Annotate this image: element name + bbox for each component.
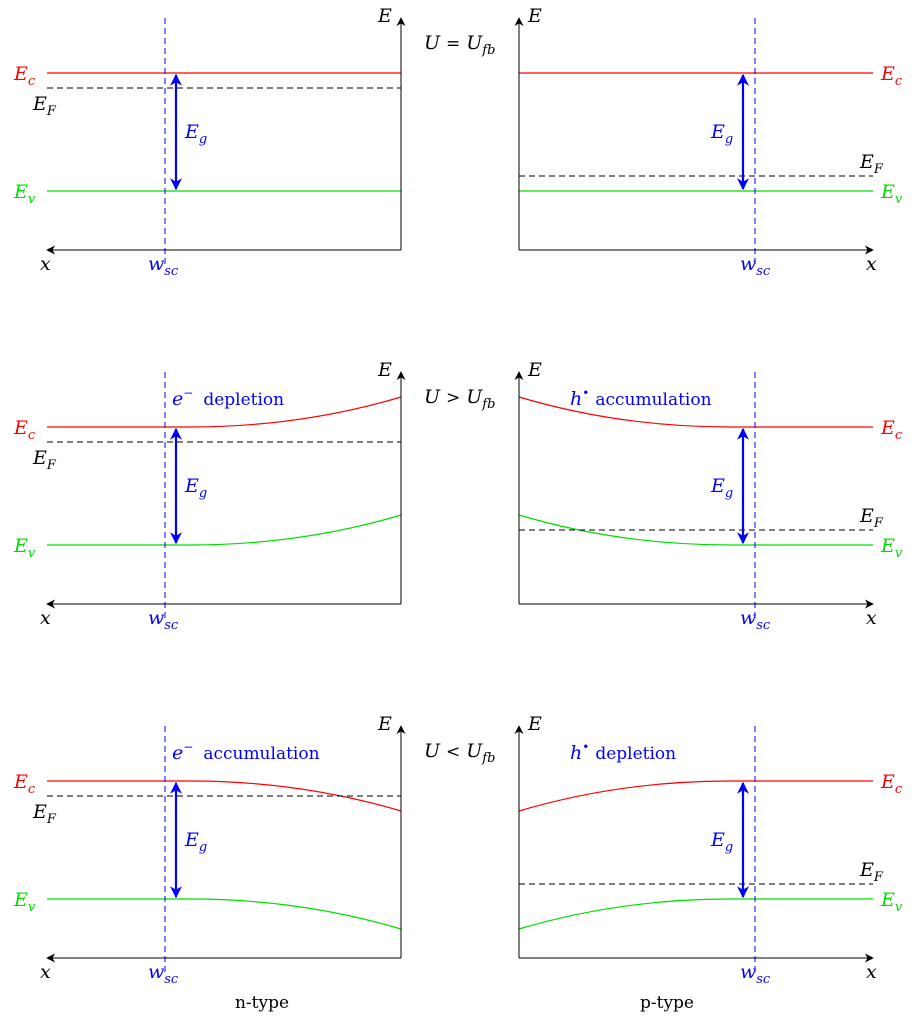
p-ec-label-row-2: Ec bbox=[880, 417, 903, 443]
svg-text:e−depletion: e−depletion bbox=[172, 386, 284, 410]
caption-n-type: n-type bbox=[235, 993, 289, 1013]
caption-p-type: p-type bbox=[640, 993, 694, 1013]
svg-text:h•depletion: h•depletion bbox=[570, 740, 676, 764]
n-ec-label-row-1: Ec bbox=[13, 63, 36, 89]
n-wsc-label-row-1: wsc bbox=[148, 253, 179, 279]
svg-text:U=Ufb: U=Ufb bbox=[424, 32, 495, 58]
n-ef-label-row-2: EF bbox=[32, 447, 57, 473]
n-x-label-row-2: x bbox=[40, 607, 51, 629]
p-e-label-row-2: E bbox=[527, 359, 542, 381]
n-eg-label-row-3: Eg bbox=[184, 829, 207, 855]
p-e-label-row-1: E bbox=[527, 5, 542, 27]
n-ev-label-row-1: Ev bbox=[13, 181, 36, 207]
p-wsc-label-row-1: wsc bbox=[740, 253, 771, 279]
n-valence-band-row-3 bbox=[47, 898, 402, 930]
n-e-label-row-3: E bbox=[377, 713, 392, 735]
p-ev-label-row-2: Ev bbox=[880, 535, 903, 561]
svg-text:h•accumulation: h•accumulation bbox=[570, 386, 712, 410]
p-ef-label-row-3: EF bbox=[859, 859, 884, 885]
svg-text:e−accumulation: e−accumulation bbox=[172, 740, 320, 764]
n-e-label-row-1: E bbox=[377, 5, 392, 27]
p-conduction-band-row-2 bbox=[518, 396, 873, 428]
n-ec-label-row-3: Ec bbox=[13, 771, 36, 797]
p-ev-label-row-3: Ev bbox=[880, 889, 903, 915]
n-note-row-3: e−accumulation bbox=[172, 740, 320, 764]
n-ef-label-row-3: EF bbox=[32, 801, 57, 827]
svg-text:U<Ufb: U<Ufb bbox=[424, 740, 495, 766]
n-valence-band-row-2 bbox=[47, 514, 402, 546]
n-conduction-band-row-3 bbox=[47, 780, 402, 812]
p-eg-label-row-1: Eg bbox=[710, 121, 733, 147]
p-ec-label-row-1: Ec bbox=[880, 63, 903, 89]
p-e-label-row-3: E bbox=[527, 713, 542, 735]
condition-label-row-2: U>Ufb bbox=[424, 386, 495, 412]
n-eg-label-row-1: Eg bbox=[184, 121, 207, 147]
n-x-label-row-1: x bbox=[40, 253, 51, 275]
p-ev-label-row-1: Ev bbox=[880, 181, 903, 207]
p-ef-label-row-1: EF bbox=[859, 151, 884, 177]
p-note-row-2: h•accumulation bbox=[570, 386, 712, 410]
n-ev-label-row-2: Ev bbox=[13, 535, 36, 561]
p-note-row-3: h•depletion bbox=[570, 740, 676, 764]
p-x-label-row-3: x bbox=[866, 961, 877, 983]
p-x-label-row-2: x bbox=[866, 607, 877, 629]
condition-label-row-1: U=Ufb bbox=[424, 32, 495, 58]
p-ec-label-row-3: Ec bbox=[880, 771, 903, 797]
p-valence-band-row-3 bbox=[518, 898, 873, 930]
n-eg-label-row-2: Eg bbox=[184, 475, 207, 501]
p-eg-label-row-3: Eg bbox=[710, 829, 733, 855]
n-ec-label-row-2: Ec bbox=[13, 417, 36, 443]
p-valence-band-row-2 bbox=[518, 514, 873, 546]
n-e-label-row-2: E bbox=[377, 359, 392, 381]
n-x-label-row-3: x bbox=[40, 961, 51, 983]
p-conduction-band-row-3 bbox=[518, 780, 873, 812]
p-eg-label-row-2: Eg bbox=[710, 475, 733, 501]
n-ef-label-row-1: EF bbox=[32, 93, 57, 119]
p-x-label-row-1: x bbox=[866, 253, 877, 275]
n-conduction-band-row-2 bbox=[47, 396, 402, 428]
n-wsc-label-row-3: wsc bbox=[148, 961, 179, 987]
svg-text:U>Ufb: U>Ufb bbox=[424, 386, 495, 412]
condition-label-row-3: U<Ufb bbox=[424, 740, 495, 766]
p-wsc-label-row-3: wsc bbox=[740, 961, 771, 987]
n-wsc-label-row-2: wsc bbox=[148, 607, 179, 633]
n-ev-label-row-3: Ev bbox=[13, 889, 36, 915]
p-wsc-label-row-2: wsc bbox=[740, 607, 771, 633]
n-note-row-2: e−depletion bbox=[172, 386, 284, 410]
p-ef-label-row-2: EF bbox=[859, 505, 884, 531]
